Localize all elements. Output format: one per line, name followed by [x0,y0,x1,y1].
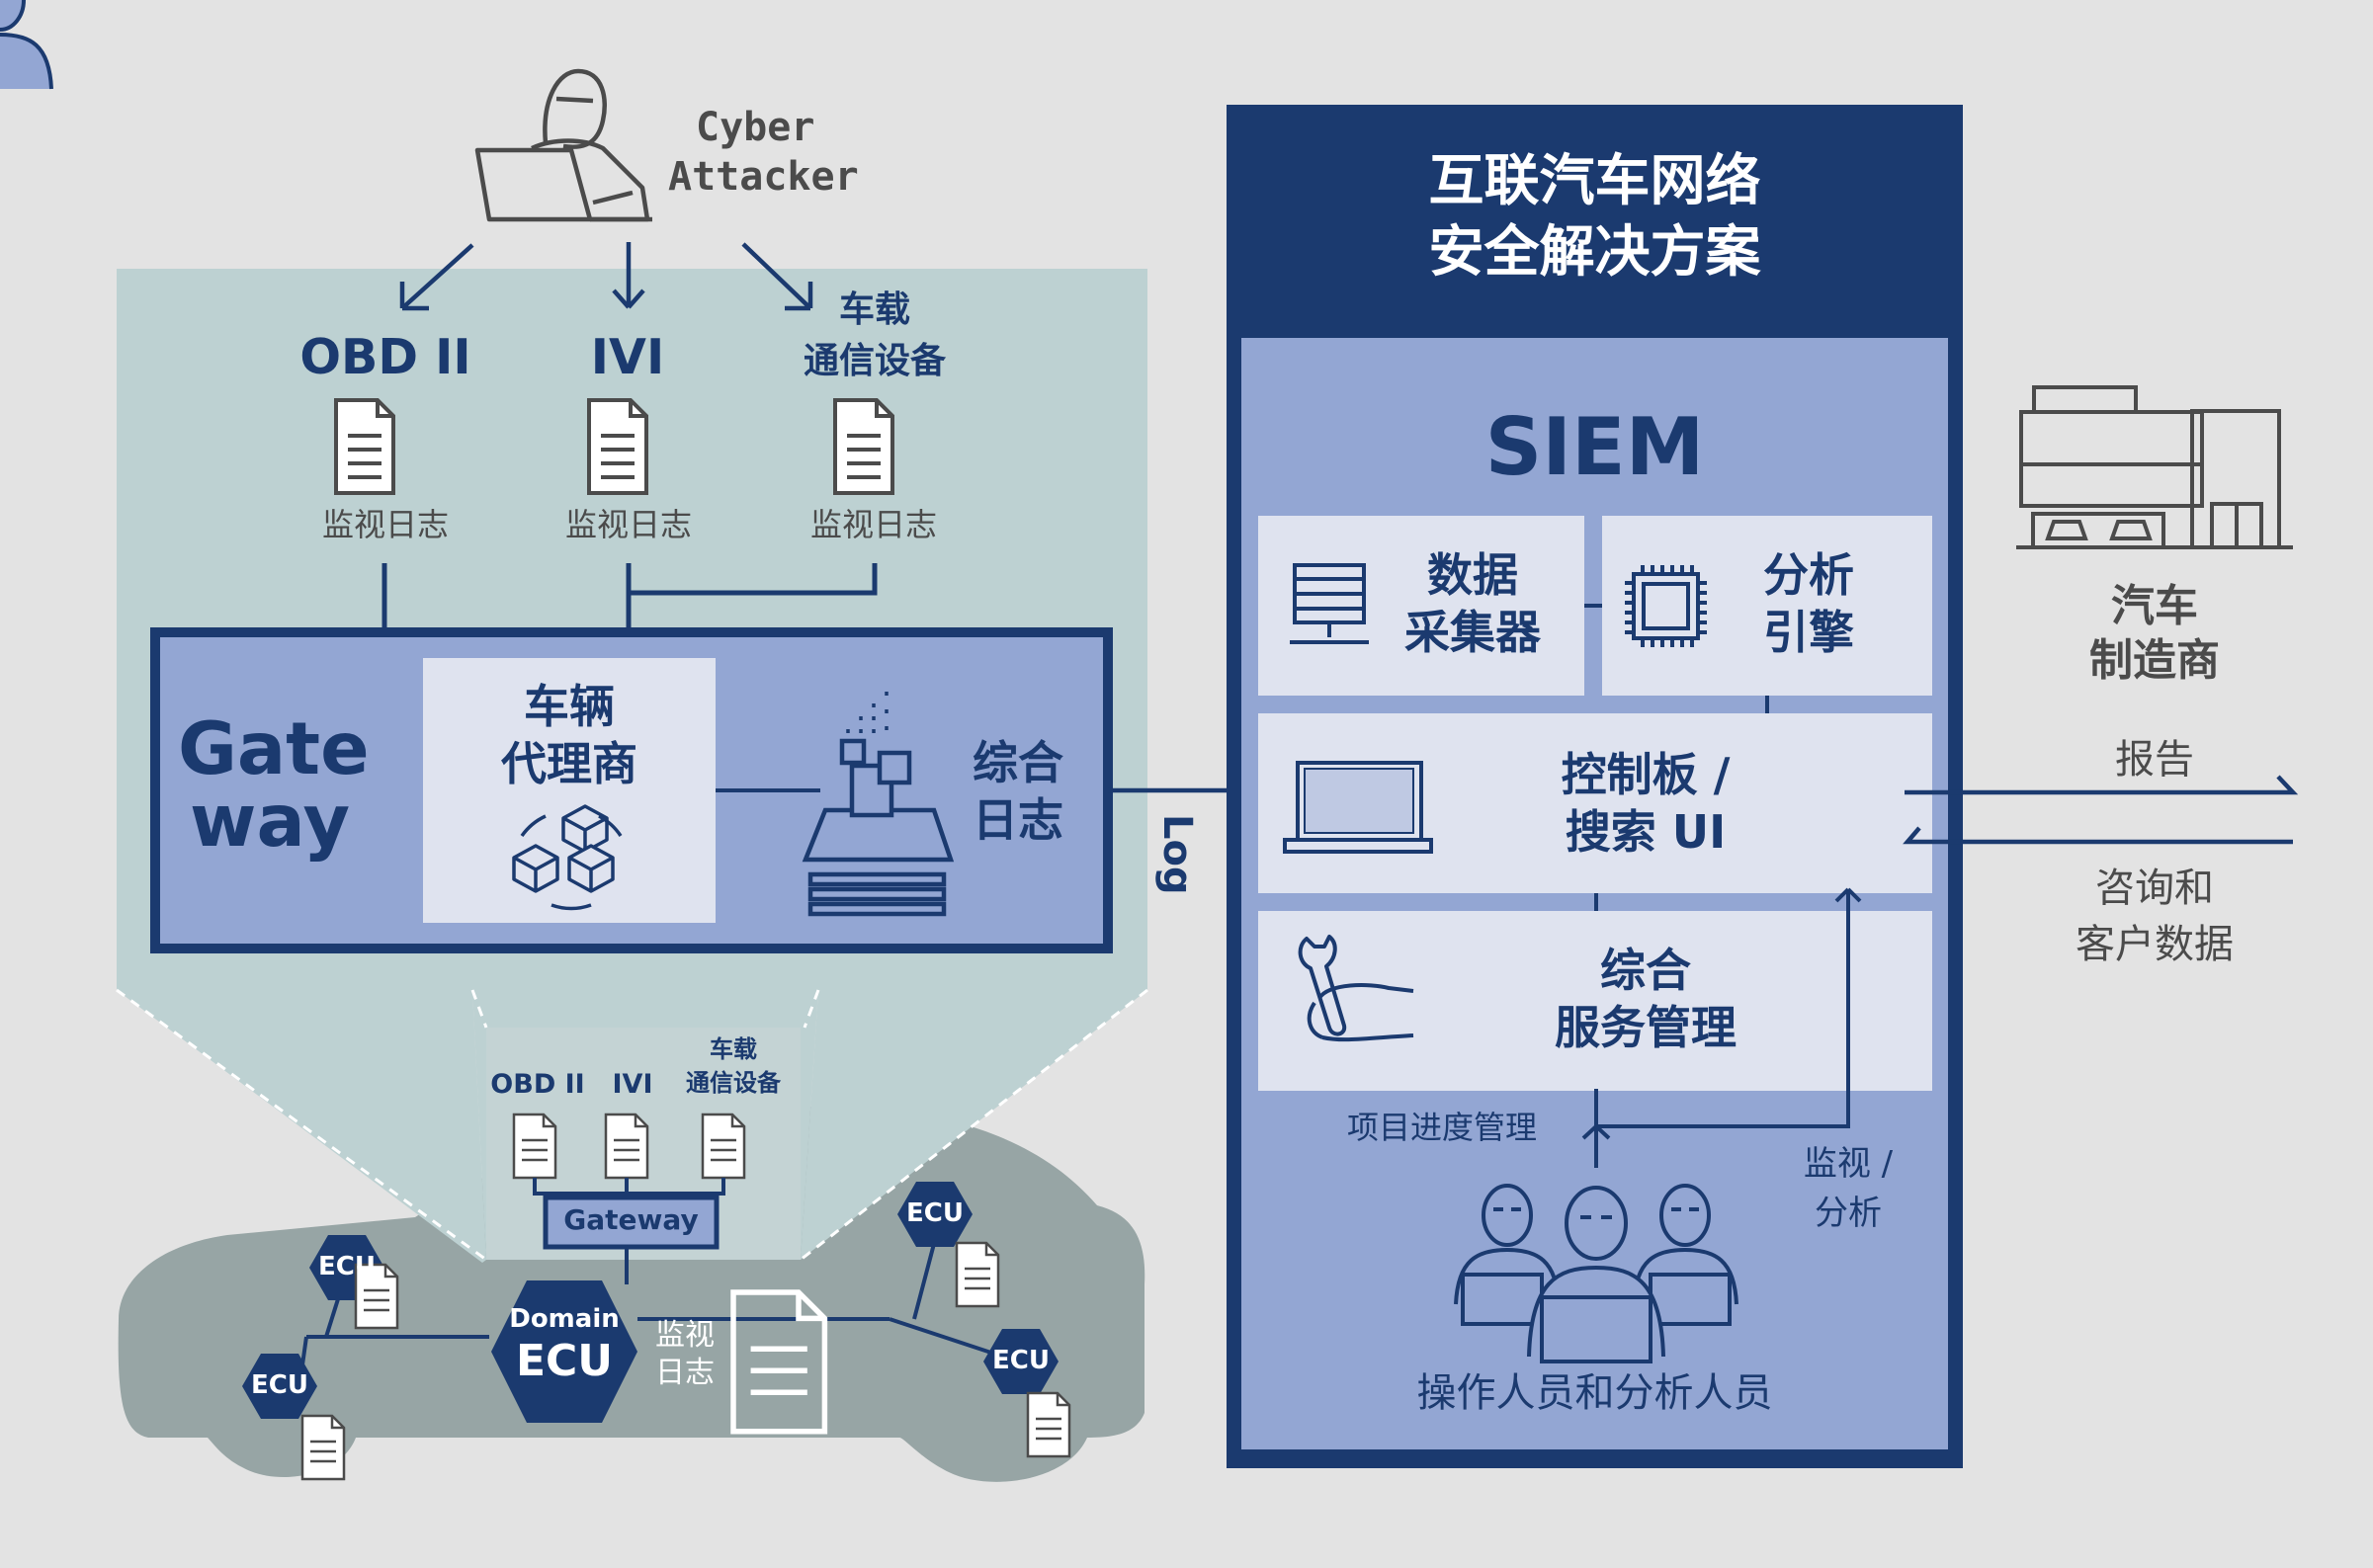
vehicle-agent-label-line2: 代理商 [501,737,637,790]
service-management-panel [1258,911,1932,1091]
comm-log-label: 监视日志 [809,506,937,543]
domain-log-label-line2: 日志 [655,1356,715,1390]
ecu-log-document-icon [955,1241,1000,1308]
domain-log-label-line1: 监视 [655,1318,715,1353]
manufacturer-label-line1: 汽车 [2111,581,2198,631]
inset-ivi-label: IVI [612,1069,653,1100]
inset-obd-label: OBD II [490,1069,585,1100]
inset-comm-label-line1: 车载 [710,1035,757,1063]
wrench-icon [1298,935,1414,1042]
ecu-label-top-right: ECU [906,1198,964,1228]
inset-gateway-label: Gateway [563,1203,699,1236]
car-silhouette [118,1106,1145,1482]
inset-ivi-document-icon [604,1113,649,1180]
inset-gateway-box [543,1195,720,1250]
inset-comm-document-icon [701,1113,746,1180]
vehicle-agent-label-line1: 车辆 [524,680,615,733]
project-management-label: 项目进度管理 [1347,1109,1538,1146]
obd-label: OBD II [299,329,471,385]
report-label: 报告 [2115,737,2194,783]
server-icon [1290,563,1369,644]
operators-label: 操作人员和分析人员 [1416,1370,1773,1416]
siem-title: SIEM [1484,401,1705,493]
cpu-chip-icon [1625,565,1707,647]
attacker-icon [474,68,652,222]
ivi-label: IVI [590,329,665,385]
report-arrows [1903,775,2299,845]
ecu-hex-bottom-right [983,1329,1059,1394]
comm-label-line1: 车载 [838,289,910,330]
ecu-network-lines [297,1239,1019,1387]
data-collector-panel [1258,516,1584,696]
ecu-label-top-left: ECU [318,1252,376,1281]
comm-log-document-icon [833,398,894,495]
laptop-icon [1283,761,1433,854]
inquiry-label-line2: 客户数据 [2076,922,2234,967]
domain-ecu-label-line2: ECU [515,1336,614,1386]
log-label: Log [1154,814,1200,895]
gateway-title-line1: Gate [178,707,370,791]
domain-ecu-hex [491,1280,637,1423]
service-management-line2: 服务管理 [1555,1001,1737,1054]
log-stack-icon [802,692,955,917]
attack-arrows [399,242,813,311]
attacker-label-line2: Attacker [668,154,859,200]
ecu-log-document-icon [1026,1391,1071,1458]
ecu-hex-top-right [897,1182,973,1247]
monitor-analysis-line2: 分析 [1815,1194,1882,1233]
obd-log-document-icon [334,398,395,495]
ecu-label-bottom-right: ECU [992,1346,1050,1375]
inset-comm-label-line2: 通信设备 [686,1069,781,1097]
integrated-logs-line2: 日志 [973,793,1063,847]
ecu-hex-bottom-left [242,1354,317,1419]
ecu-log-document-icon [300,1414,346,1481]
domain-ecu-label-line1: Domain [509,1304,620,1334]
manufacturer-building-icon [2016,385,2293,549]
ivi-log-document-icon [587,398,648,495]
solution-title-line2: 安全解决方案 [1428,220,1761,285]
attacker-label-line1: Cyber [696,105,815,150]
solution-title-line1: 互联汽车网络 [1428,149,1761,213]
monitor-analysis-line1: 监视 / [1803,1144,1894,1184]
comm-label-line2: 通信设备 [803,341,946,381]
inquiry-label-line1: 咨询和 [2095,866,2214,911]
dashboard-line2: 搜索 UI [1565,805,1727,859]
data-collector-line1: 数据 [1427,548,1518,602]
data-collector-line2: 采集器 [1404,606,1541,659]
log-connector-lines [381,563,878,628]
integrated-logs-line1: 综合 [973,736,1063,789]
analysis-engine-line1: 分析 [1763,548,1854,602]
manufacturer-label-line2: 制造商 [2089,635,2220,686]
dashboard-line1: 控制板 / [1561,748,1731,801]
cubes-icon [512,804,623,911]
operators-icon [0,0,1738,1363]
inset-obd-document-icon [512,1113,557,1180]
ecu-label-bottom-left: ECU [251,1370,308,1400]
ecu-hexagons [242,1182,1059,1423]
obd-log-label: 监视日志 [321,506,449,543]
gateway-title-line2: way [190,780,351,864]
ivi-log-label: 监视日志 [564,506,692,543]
analysis-engine-line2: 引擎 [1763,606,1854,659]
analysis-engine-panel [1602,516,1932,696]
service-management-line1: 综合 [1600,944,1691,997]
